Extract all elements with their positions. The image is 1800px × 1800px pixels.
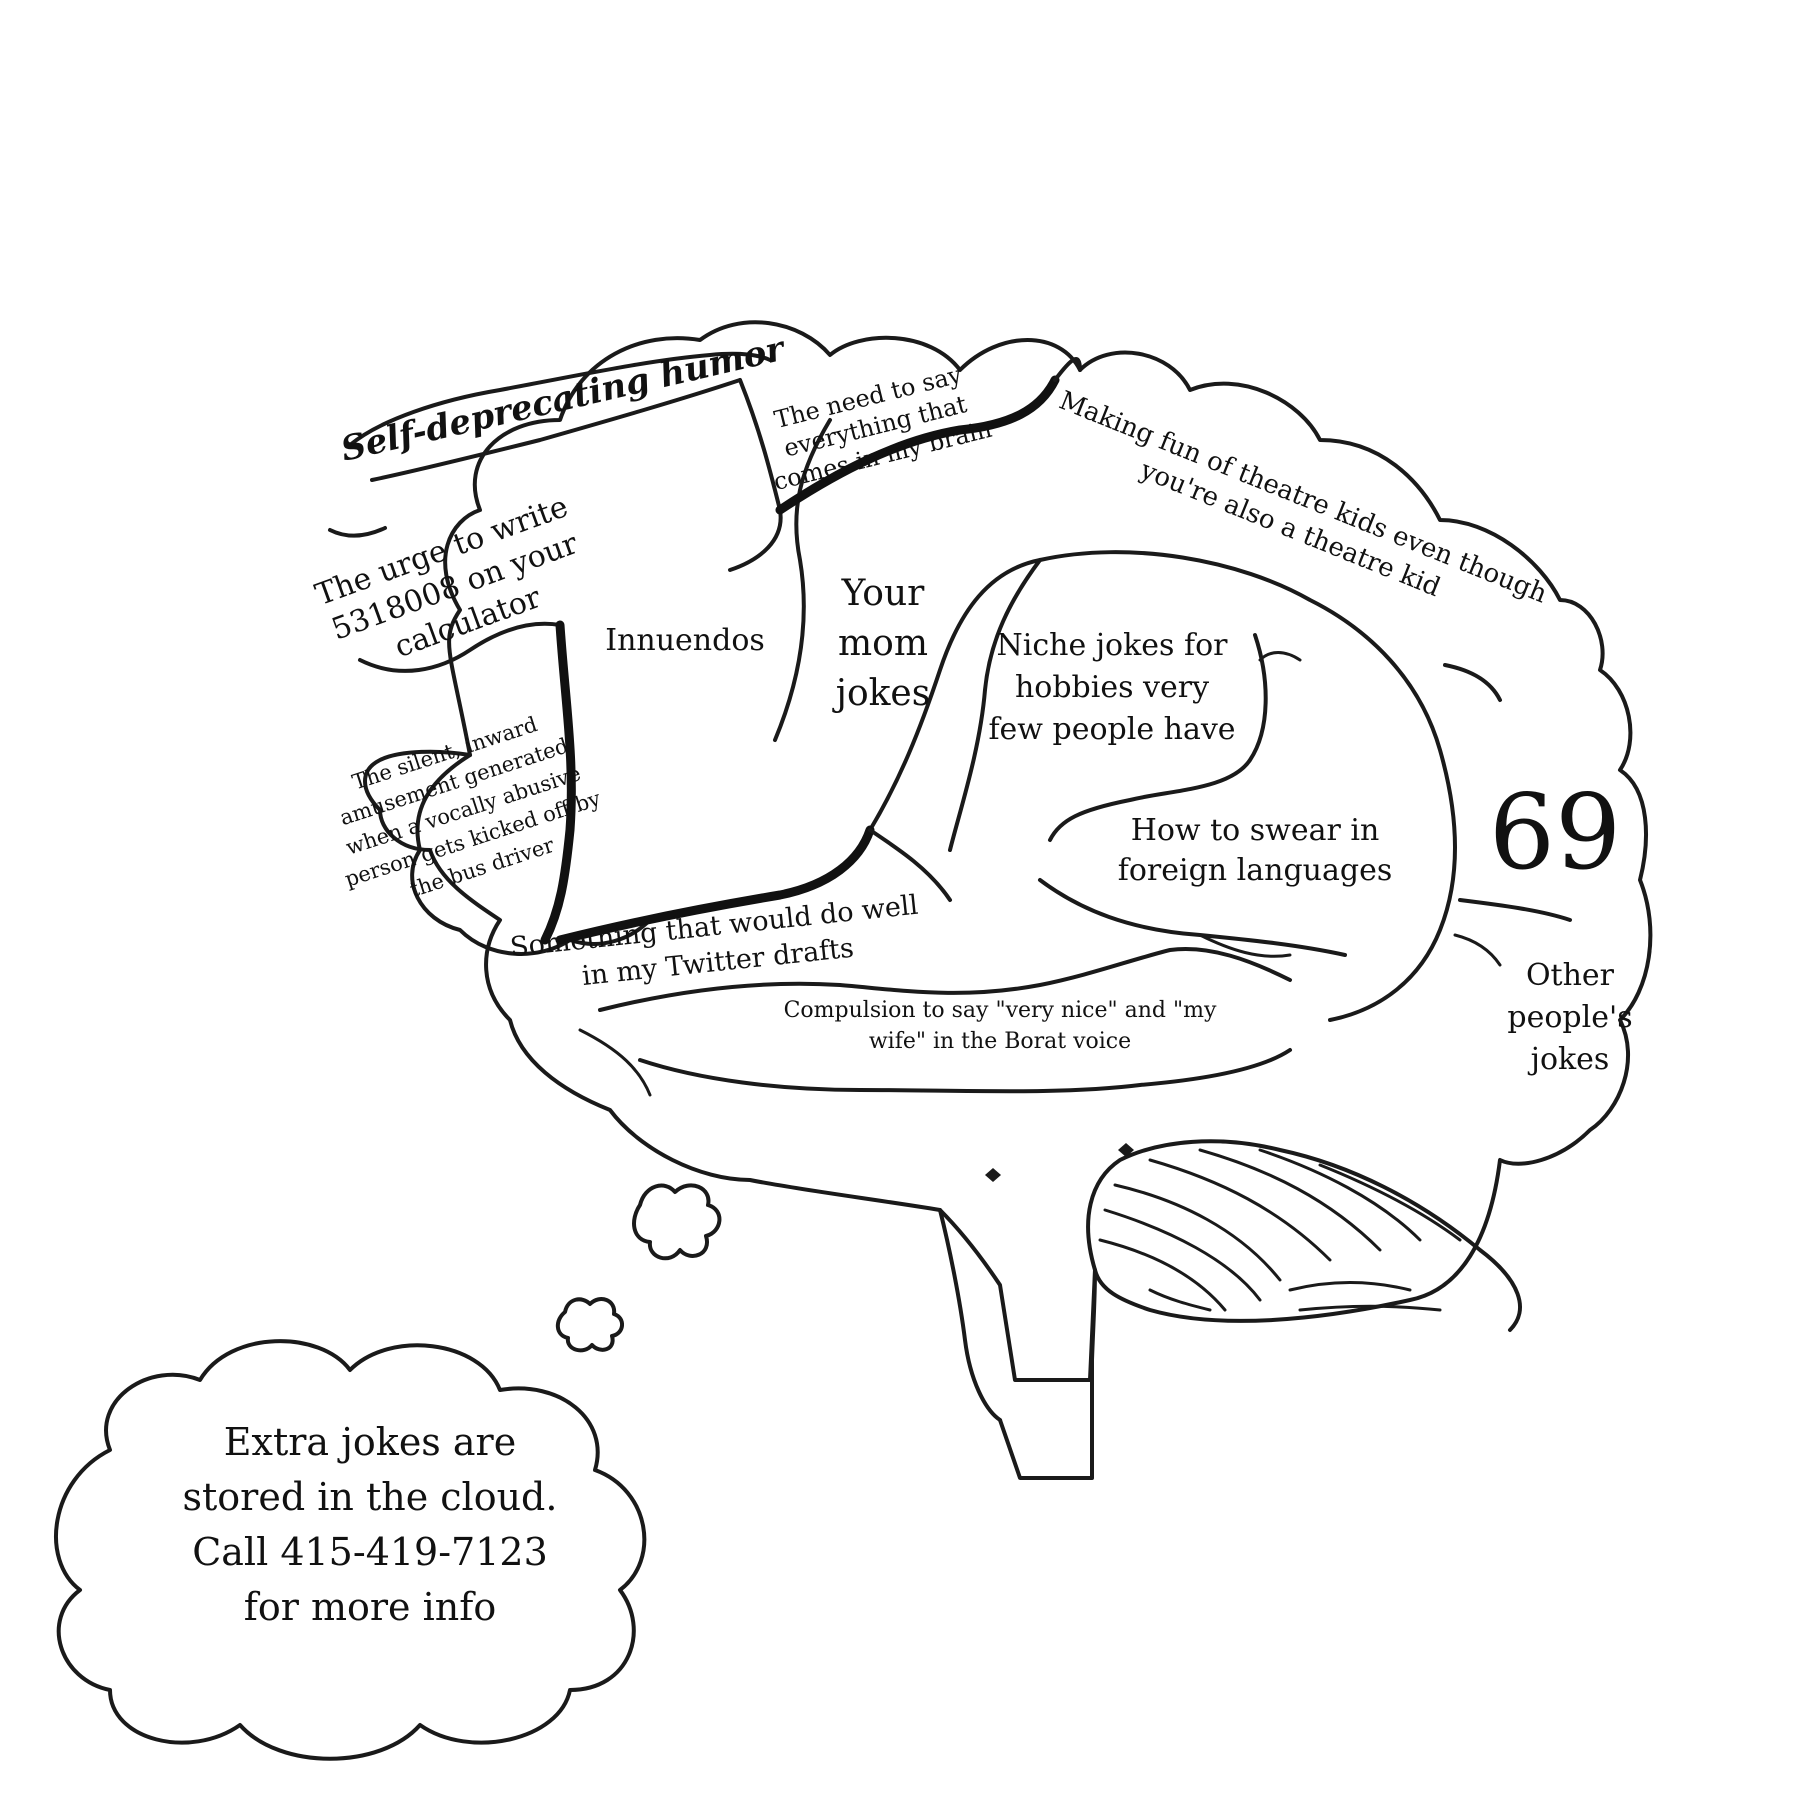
label-swear-line-1: How to swear in	[1131, 813, 1380, 848]
brainstem-bottom	[998, 1358, 1094, 1480]
fold-niche-right	[1048, 633, 1268, 842]
label-other-line-3: jokes	[1528, 1042, 1610, 1077]
fold-borat-bottom	[638, 1048, 1292, 1094]
label-innuendos: Innuendos	[605, 623, 765, 658]
cloud-line-3: Call 415-419-7123	[192, 1530, 548, 1574]
label-swear: How to swear in foreign languages	[1118, 813, 1392, 888]
label-other-peoples-jokes: Other people's jokes	[1507, 958, 1632, 1077]
marker-diamond-1	[985, 1168, 1001, 1182]
label-calculator: The urge to write 5318008 on your calcul…	[311, 489, 583, 665]
fold-innuendos-right	[773, 418, 832, 742]
label-other-line-1: Other	[1526, 958, 1615, 993]
fold-borat-bottom-left	[578, 1028, 652, 1097]
label-your-mom-line-3: jokes	[832, 673, 930, 714]
fold-twitter-right	[868, 828, 952, 902]
label-niche-line-2: hobbies very	[1015, 670, 1209, 705]
cloud-line-4: for more info	[244, 1585, 496, 1629]
fold-swear-branch	[1198, 933, 1292, 958]
label-niche-jokes: Niche jokes for hobbies very few people …	[988, 628, 1235, 747]
cerebellum-folia	[1098, 1148, 1462, 1312]
brain-outline	[363, 320, 1653, 1382]
fold-other-people-top	[1458, 898, 1572, 922]
fold-self-deprecating-top	[348, 351, 772, 447]
brainstem-right	[1090, 1268, 1097, 1362]
label-your-mom-line-1: Your	[841, 573, 925, 614]
fold-need-to-say-bottom	[775, 375, 1060, 515]
fold-niche-twig	[1258, 651, 1302, 662]
fold-occipital	[1443, 663, 1502, 702]
label-swear-line-2: foreign languages	[1118, 853, 1392, 888]
left-lower-lobe-outline	[410, 753, 652, 956]
fold-need-to-say-top	[1053, 357, 1082, 382]
fold-niche-inner	[948, 558, 1042, 852]
label-niche-line-1: Niche jokes for	[997, 628, 1229, 663]
label-other-line-2: people's	[1507, 1000, 1632, 1035]
fold-twitter-top	[555, 825, 875, 945]
fold-swear-lower	[1038, 878, 1347, 957]
label-your-mom-line-2: mom	[838, 623, 928, 664]
fold-central-sulcus	[540, 620, 576, 945]
brainstem-outline	[938, 1208, 1002, 1422]
thought-puff-small	[555, 1297, 624, 1353]
label-self-deprecating-humor: Self-deprecating humor	[337, 328, 789, 469]
cloud-line-2: stored in the cloud.	[183, 1475, 558, 1519]
fold-self-deprecating-bottom	[370, 378, 742, 482]
fold-niche-outer	[868, 550, 1457, 1022]
label-borat: Compulsion to say "very nice" and "my wi…	[784, 998, 1217, 1054]
cloud-line-1: Extra jokes are	[224, 1420, 516, 1464]
fold-other-people-twig	[1453, 933, 1502, 967]
fold-calculator-bottom	[328, 526, 387, 538]
label-69: 69	[1489, 771, 1621, 893]
fold-borat-top	[598, 947, 1292, 1012]
cloud-outline	[54, 1339, 647, 1761]
label-borat-line-1: Compulsion to say "very nice" and "my	[784, 998, 1217, 1023]
fold-calculator-lower	[358, 621, 562, 673]
label-your-mom-jokes: Your mom jokes	[832, 573, 930, 714]
label-need-to-say: The need to say everything that comes in…	[771, 360, 995, 496]
label-theatre: Making fun of theatre kids even though y…	[1055, 386, 1552, 610]
cerebellum-outline	[1086, 1139, 1522, 1332]
label-borat-line-2: wife" in the Borat voice	[869, 1029, 1131, 1054]
label-niche-line-3: few people have	[988, 712, 1235, 747]
cloud-text: Extra jokes are stored in the cloud. Cal…	[183, 1420, 558, 1629]
thought-puff-large	[632, 1183, 722, 1261]
marker-diamond-2	[1118, 1143, 1134, 1157]
